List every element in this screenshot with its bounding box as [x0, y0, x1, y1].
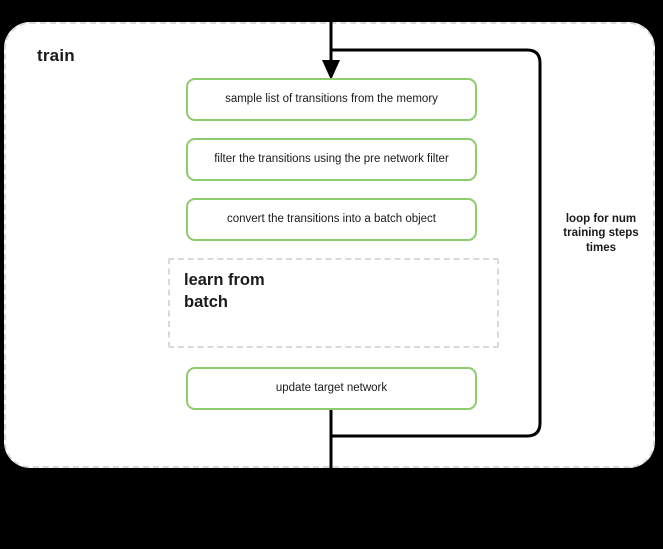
step-label: convert the transitions into a batch obj…	[226, 212, 437, 225]
step-filter-transitions[interactable]: filter the transitions using the pre net…	[186, 138, 477, 181]
step-label: sample list of transitions from the memo…	[225, 92, 438, 105]
page-title: train	[37, 46, 75, 65]
step-label: filter the transitions using the pre net…	[214, 152, 449, 165]
step-update-target-network[interactable]: update target network	[186, 367, 477, 410]
step-sample-transitions[interactable]: sample list of transitions from the memo…	[186, 78, 477, 121]
step-convert-transitions[interactable]: convert the transitions into a batch obj…	[186, 198, 477, 241]
step-label: update target network	[275, 381, 388, 394]
